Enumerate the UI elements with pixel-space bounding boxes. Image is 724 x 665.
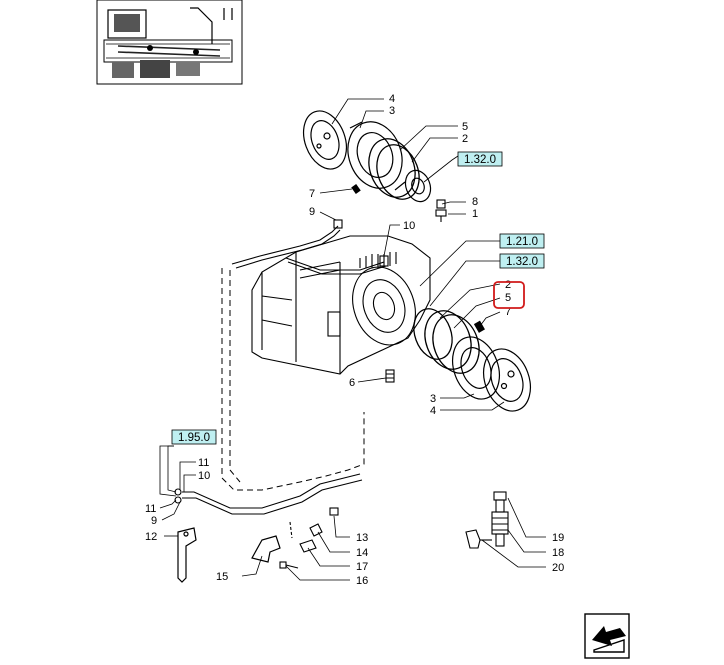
callout-16[interactable]: 16 <box>356 575 368 587</box>
callout-9-left[interactable]: 9 <box>151 515 157 527</box>
callout-4[interactable]: 4 <box>389 93 395 105</box>
tractor-location-thumbnail[interactable] <box>96 0 243 85</box>
drain-plug <box>385 369 395 383</box>
callout-10[interactable]: 10 <box>403 220 415 232</box>
callout-20[interactable]: 20 <box>552 562 564 574</box>
cross-ref-label: 1.95.0 <box>178 432 210 444</box>
lube-pipe-lower <box>174 473 363 515</box>
leader-lines <box>159 98 546 581</box>
callout-7-lower[interactable]: 7 <box>505 306 511 318</box>
upper-hub <box>404 169 432 203</box>
upper-flange-disc <box>302 110 348 170</box>
lower-seal-rings <box>413 308 480 374</box>
cross-ref-label: 1.32.0 <box>506 256 538 268</box>
cross-ref-1-32-0-mid[interactable]: 1.32.0 <box>499 253 545 269</box>
callout-7[interactable]: 7 <box>309 188 315 200</box>
lower-dowel-pin <box>473 320 485 333</box>
callout-1[interactable]: 1 <box>472 208 478 220</box>
cross-ref-1-95-0[interactable]: 1.95.0 <box>171 429 217 445</box>
callout-11[interactable]: 11 <box>198 457 209 469</box>
bracket-12 <box>177 527 197 583</box>
clip-15 <box>251 535 281 563</box>
lower-flange-disc <box>483 348 531 412</box>
elbow-20 <box>465 529 492 549</box>
callout-13[interactable]: 13 <box>356 532 368 544</box>
callout-labels: 4 3 5 2 7 8 1 9 10 2 5 7 6 3 4 11 10 11 … <box>145 93 564 587</box>
callout-9[interactable]: 9 <box>309 206 315 218</box>
bolt-16 <box>279 561 299 569</box>
vent-plug <box>435 199 447 222</box>
callout-3[interactable]: 3 <box>389 105 395 117</box>
callout-5-lower[interactable]: 5 <box>505 292 511 304</box>
callout-4-lower[interactable]: 4 <box>430 405 436 417</box>
fasteners-13-14-17 <box>289 507 339 553</box>
lube-pipe-upper <box>231 219 389 275</box>
upper-dowel-pin <box>351 184 361 194</box>
callout-10-left[interactable]: 10 <box>198 470 210 482</box>
callout-14[interactable]: 14 <box>356 547 368 559</box>
next-page-arrow-icon[interactable] <box>584 613 630 659</box>
callout-2-lower[interactable]: 2 <box>505 279 511 291</box>
upper-seal-rings <box>368 138 420 200</box>
highlight-box <box>493 281 525 309</box>
cross-ref-1-32-0-top[interactable]: 1.32.0 <box>457 151 503 167</box>
callout-6[interactable]: 6 <box>349 377 355 389</box>
callout-12[interactable]: 12 <box>145 531 157 543</box>
callout-5[interactable]: 5 <box>462 121 468 133</box>
callout-8[interactable]: 8 <box>472 196 478 208</box>
cross-ref-label: 1.32.0 <box>464 154 496 166</box>
callout-3-lower[interactable]: 3 <box>430 393 436 405</box>
fitting-19-18 <box>491 491 509 547</box>
cross-ref-label: 1.21.0 <box>506 236 538 248</box>
cross-ref-1-21-0[interactable]: 1.21.0 <box>499 233 545 249</box>
callout-15[interactable]: 15 <box>216 571 228 583</box>
dashed-hose-route-inner <box>229 270 241 483</box>
callout-11-left[interactable]: 11 <box>145 503 156 515</box>
callout-19[interactable]: 19 <box>552 532 564 544</box>
callout-2[interactable]: 2 <box>462 133 468 145</box>
callout-17[interactable]: 17 <box>356 561 368 573</box>
callout-18[interactable]: 18 <box>552 547 564 559</box>
transmission-housing <box>251 235 431 375</box>
dashed-hose-route <box>221 268 365 491</box>
